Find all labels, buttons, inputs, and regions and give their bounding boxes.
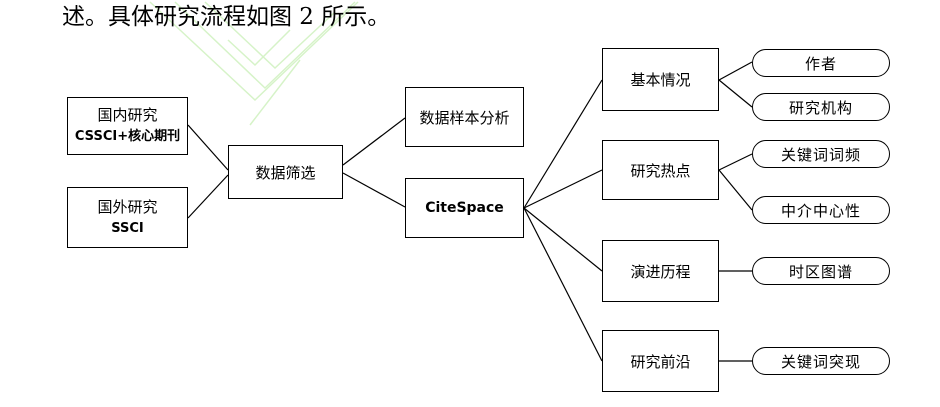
- citespace-label: CiteSpace: [425, 200, 504, 216]
- research-hotspot-label: 研究热点: [630, 161, 691, 180]
- foreign-title: 国外研究: [97, 197, 158, 216]
- box-foreign-research: 国外研究 SSCI: [67, 187, 188, 248]
- box-sample-analysis: 数据样本分析: [405, 87, 524, 147]
- keyword-burst-label: 关键词突现: [780, 352, 861, 371]
- foreign-subtitle: SSCI: [111, 220, 144, 236]
- connector-basic-author: [718, 61, 753, 81]
- connector-citespace-frontier: [523, 207, 603, 362]
- connector-hotspot-keyword-freq: [718, 153, 753, 171]
- pill-keyword-burst: 关键词突现: [752, 347, 890, 375]
- connector-citespace-evolution: [523, 207, 603, 272]
- timezone-map-label: 时区图谱: [788, 262, 853, 281]
- institution-label: 研究机构: [788, 98, 853, 117]
- author-label: 作者: [804, 54, 837, 73]
- box-domestic-research: 国内研究 CSSCI+核心期刊: [67, 97, 188, 155]
- box-data-filter: 数据筛选: [228, 145, 343, 199]
- connector-domestic-filter: [187, 124, 229, 171]
- centrality-label: 中介中心性: [780, 201, 861, 220]
- box-research-hotspot: 研究热点: [602, 140, 719, 200]
- caption-text: 述。具体研究流程如图 2 所示。: [62, 4, 391, 30]
- pill-institution: 研究机构: [752, 93, 890, 121]
- pill-keyword-frequency: 关键词词频: [752, 140, 890, 168]
- domestic-subtitle: CSSCI+核心期刊: [74, 129, 181, 144]
- evolution-label: 演进历程: [630, 262, 691, 281]
- connector-filter-citespace: [342, 172, 406, 208]
- keyword-frequency-label: 关键词词频: [780, 145, 861, 164]
- box-citespace: CiteSpace: [405, 178, 524, 238]
- watermark-lines: [149, 1, 359, 126]
- pill-centrality: 中介中心性: [752, 196, 890, 224]
- pill-author: 作者: [752, 49, 890, 77]
- connector-hotspot-centrality: [718, 169, 753, 211]
- connector-citespace-basic: [523, 79, 603, 209]
- connector-foreign-filter: [187, 174, 229, 219]
- domestic-title: 国内研究: [97, 106, 158, 124]
- connector-citespace-hotspot: [523, 169, 603, 209]
- connector-filter-sample: [342, 117, 406, 166]
- box-basic-info: 基本情况: [602, 48, 719, 111]
- research-frontier-label: 研究前沿: [630, 352, 691, 371]
- box-evolution: 演进历程: [602, 240, 719, 302]
- sample-analysis-label: 数据样本分析: [419, 108, 510, 127]
- data-filter-label: 数据筛选: [255, 163, 316, 182]
- pill-timezone-map: 时区图谱: [752, 257, 890, 285]
- basic-info-label: 基本情况: [630, 71, 691, 89]
- box-research-frontier: 研究前沿: [602, 330, 719, 392]
- connector-basic-institution: [718, 79, 753, 108]
